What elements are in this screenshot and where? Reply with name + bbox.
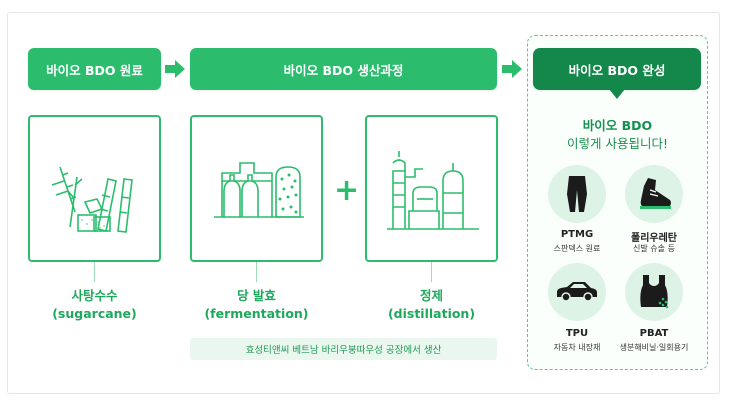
production-note: 효성티앤씨 베트남 바리우붕따우성 공장에서 생산	[190, 338, 497, 360]
arrow-right-icon	[502, 60, 522, 78]
product-desc: 자동차 내장재	[553, 343, 601, 352]
fermentation-box	[190, 115, 323, 262]
step-label-fermentation: 당 발효 (fermentation)	[190, 287, 323, 323]
step-label-sugarcane: 사탕수수 (sugarcane)	[28, 287, 161, 323]
distillation-box	[365, 115, 498, 262]
usage-title-line2: 이렇게 사용됩니다!	[567, 136, 668, 151]
product-desc: 스판덱스 원료	[553, 244, 601, 253]
product-icon-circle	[548, 165, 606, 223]
product-name: PTMG	[560, 229, 594, 240]
arrow-right-icon	[165, 60, 185, 78]
distillation-plant-icon	[387, 151, 479, 230]
step-title: 정제	[419, 288, 443, 303]
usage-title: 바이오 BDO 이렇게 사용됩니다!	[527, 117, 708, 153]
product-icon-circle	[625, 263, 683, 321]
header-bdo-complete: 바이오 BDO 완성	[533, 48, 701, 90]
product-icon-circle	[625, 165, 683, 223]
connector-line	[431, 262, 432, 282]
product-desc: 신발 슈솔 등	[633, 244, 675, 253]
usage-title-line1: 바이오 BDO	[582, 118, 653, 133]
step-subtitle: (distillation)	[387, 306, 476, 321]
step-title: 사탕수수	[71, 288, 118, 303]
step-title: 당 발효	[237, 288, 276, 303]
header-production-process: 바이오 BDO 생산과정	[190, 48, 497, 90]
leggings-icon	[567, 176, 587, 212]
diagram-frame	[7, 12, 720, 394]
plus-icon: +	[334, 173, 360, 208]
car-icon	[557, 282, 597, 302]
product-name: TPU	[565, 328, 589, 339]
product-desc: 생분해비닐·일회용기	[619, 343, 689, 352]
header-raw-material: 바이오 BDO 원료	[28, 48, 161, 90]
product-name: PBAT	[639, 328, 669, 339]
sneaker-icon	[640, 178, 671, 209]
product-name: 폴리우레탄	[631, 233, 677, 244]
connector-line	[94, 262, 95, 282]
pointer-triangle	[609, 89, 625, 99]
step-subtitle: (fermentation)	[204, 306, 309, 321]
product-icon-circle	[548, 263, 606, 321]
fermentation-tanks-icon	[214, 162, 304, 218]
sugarcane-icon	[51, 166, 133, 233]
step-label-distillation: 정제 (distillation)	[365, 287, 498, 323]
step-subtitle: (sugarcane)	[52, 306, 137, 321]
plastic-bag-icon	[640, 275, 669, 309]
sugarcane-box	[28, 115, 161, 262]
connector-line	[256, 262, 257, 282]
